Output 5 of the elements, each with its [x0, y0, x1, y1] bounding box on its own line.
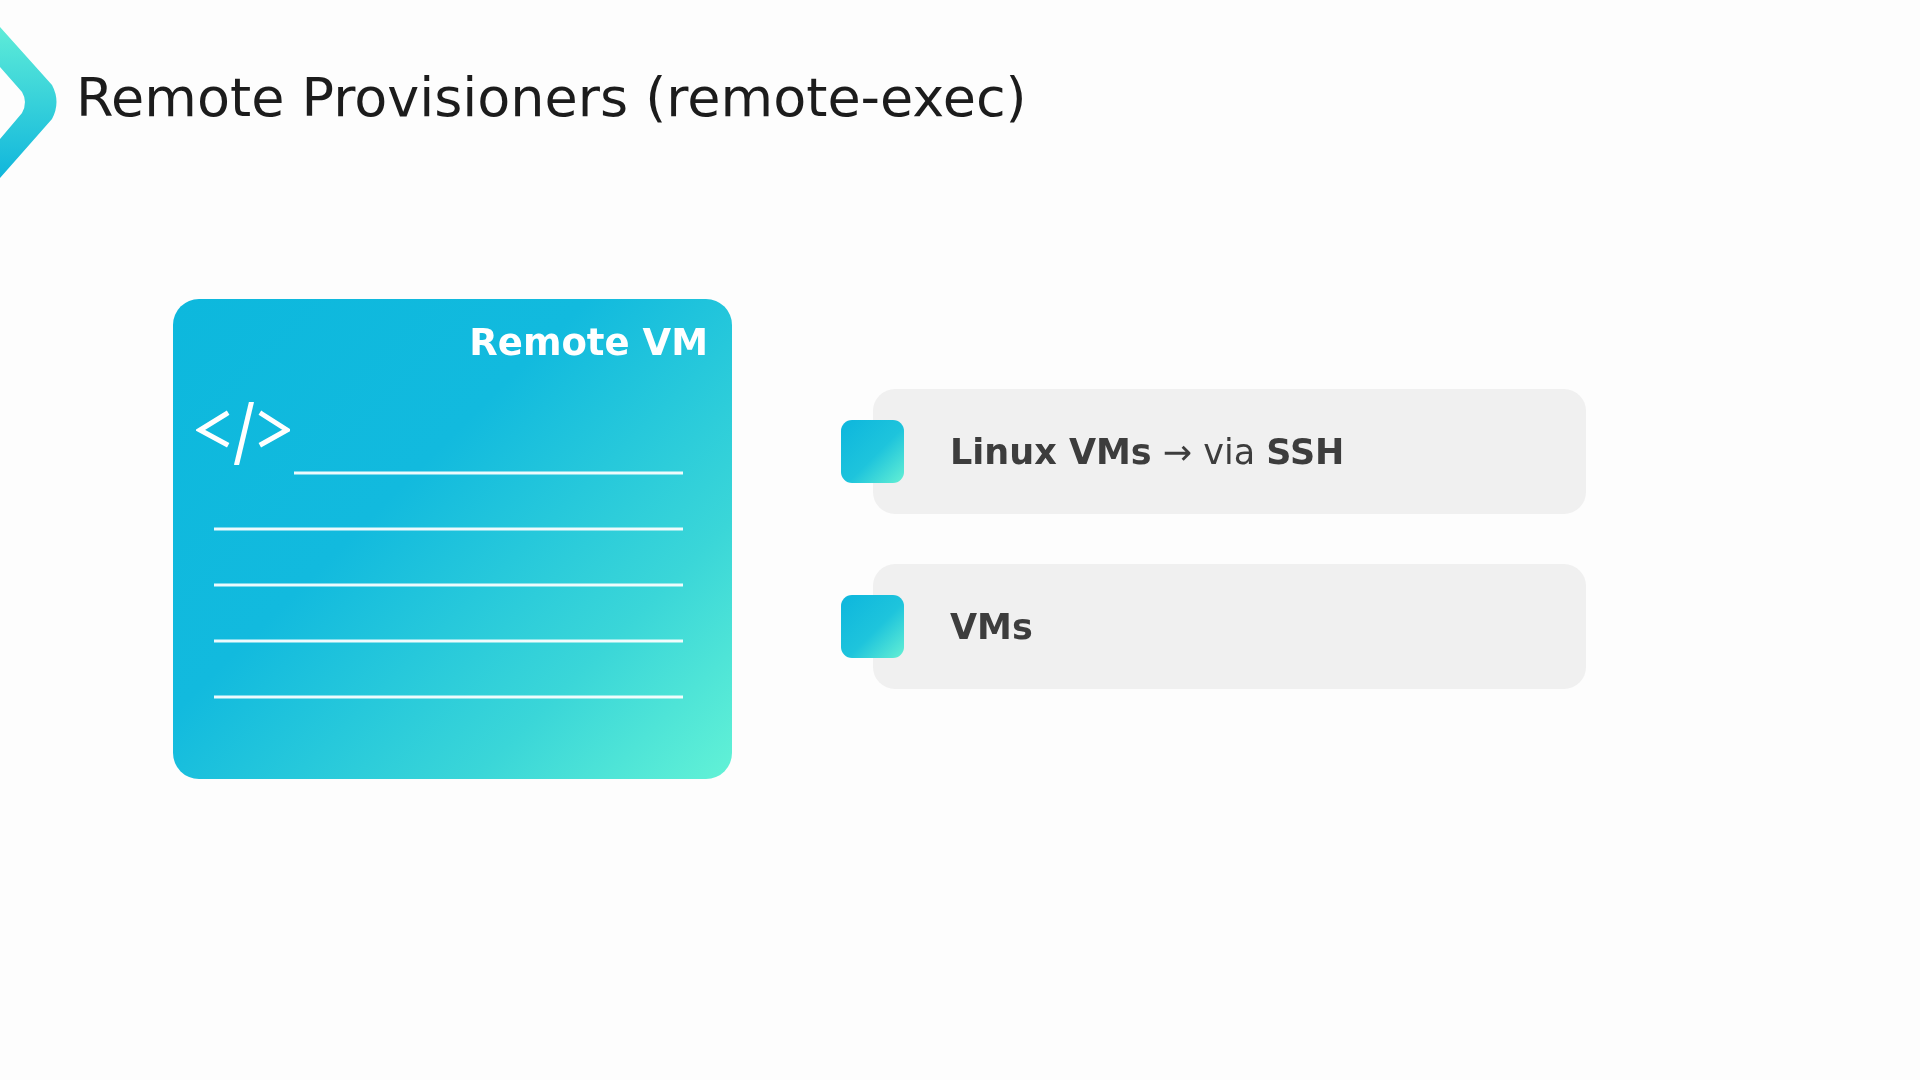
code-window-card	[173, 299, 732, 779]
row-text: Linux VMs → via SSH	[950, 430, 1345, 473]
slide-title: Remote Provisioners (remote-exec)	[76, 66, 1027, 131]
row-text: VMs	[950, 605, 1033, 648]
card-title: Remote VM	[469, 321, 708, 366]
